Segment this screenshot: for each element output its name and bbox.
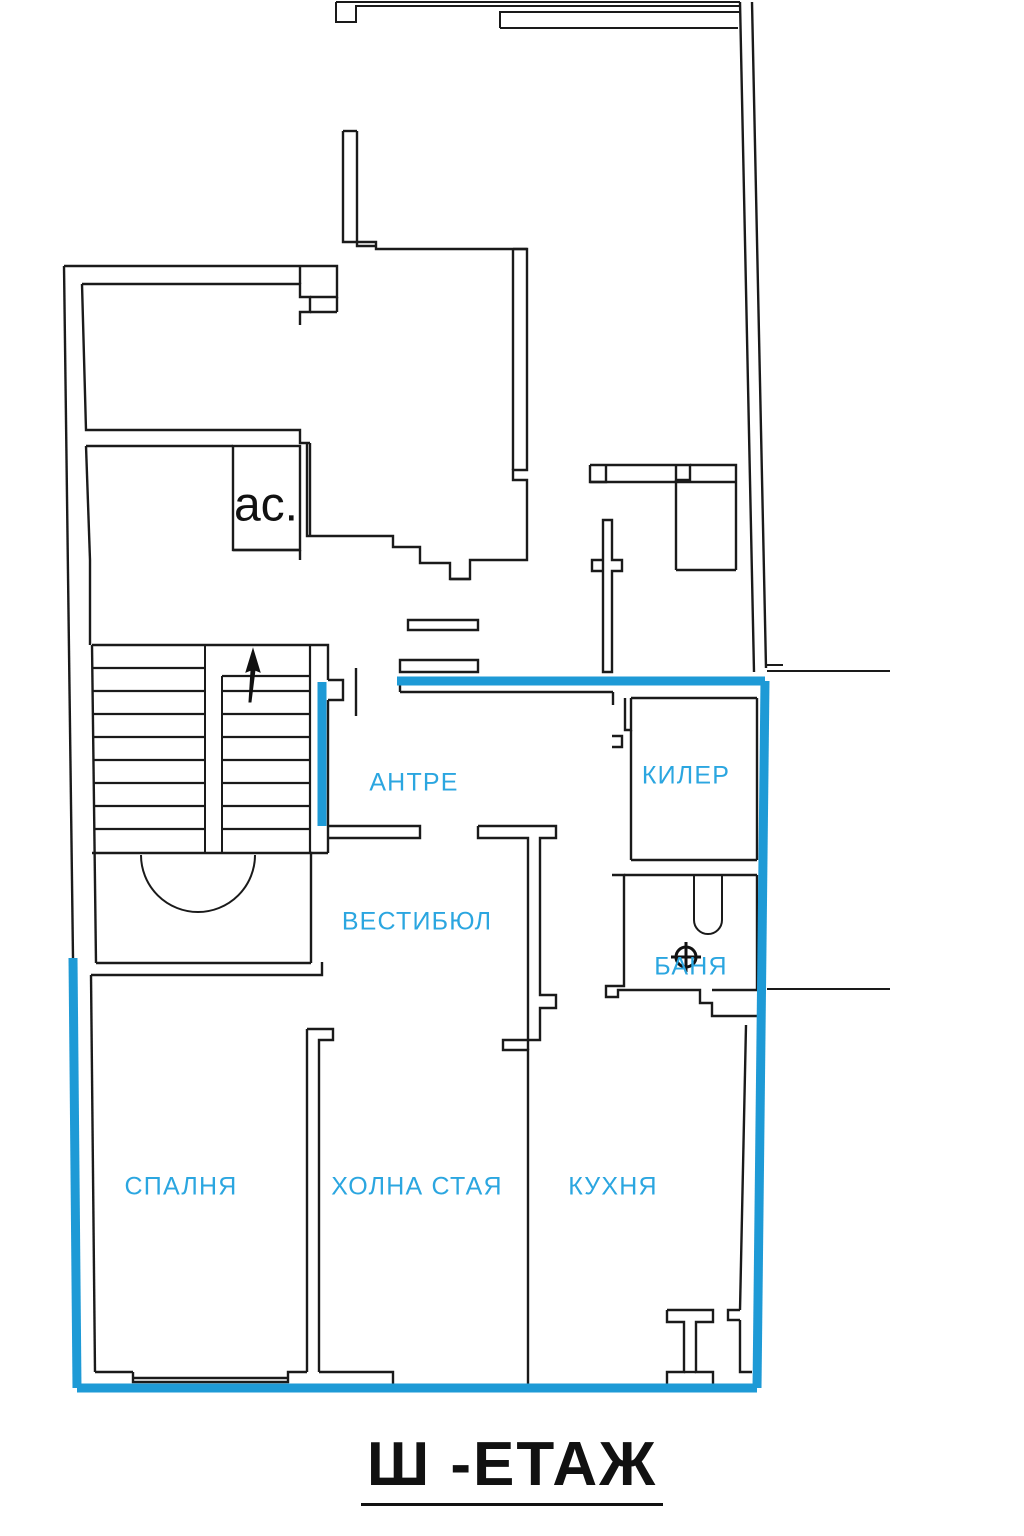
page-title: Ш -ЕТАЖ [360,1432,664,1507]
left-exterior-wall [62,264,300,959]
highlight-left-edge [68,957,82,1389]
highlighted-unit-outline [68,676,770,1393]
antre-partitions [328,618,615,840]
room-label-kuhnya: КУХНЯ [568,1173,658,1201]
floor-title-block: Ш -ЕТАЖ [0,1432,1024,1507]
kitchen-walls [665,1024,752,1388]
stair-direction-arrow [245,647,261,703]
top-left-room [80,264,339,536]
room-label-spalnya: СПАЛНЯ [125,1173,238,1201]
upper-central-partitions [305,129,529,581]
room-label-holna-staya: ХОЛНА СТАЯ [331,1173,503,1201]
stair-treads-left [93,666,205,831]
room-label-vestibul: ВЕСТИБЮЛ [342,908,492,936]
room-labels: АНТРЕ КИЛЕР ВЕСТИБЮЛ БАНЯ СПАЛНЯ ХОЛНА С… [125,762,730,1201]
elevator-shaft: ас. [84,444,302,561]
stair-landing-arc [140,854,256,913]
bath-fixture-icon [693,876,723,935]
exterior-extension-lines [766,664,890,990]
highlight-right-edge [752,680,770,1389]
kiler-room [588,463,759,862]
staircase [88,560,345,965]
banya-room [604,873,759,1018]
lower-rooms [89,962,395,1388]
room-label-kiler: КИЛЕР [642,762,730,790]
top-exterior-walls [335,1,740,29]
elevator-label: ас. [234,479,298,532]
room-label-banya: БАНЯ [654,953,727,981]
room-label-antre: АНТРЕ [369,769,458,797]
stair-treads-right [222,645,312,853]
right-exterior-wall [738,1,768,673]
